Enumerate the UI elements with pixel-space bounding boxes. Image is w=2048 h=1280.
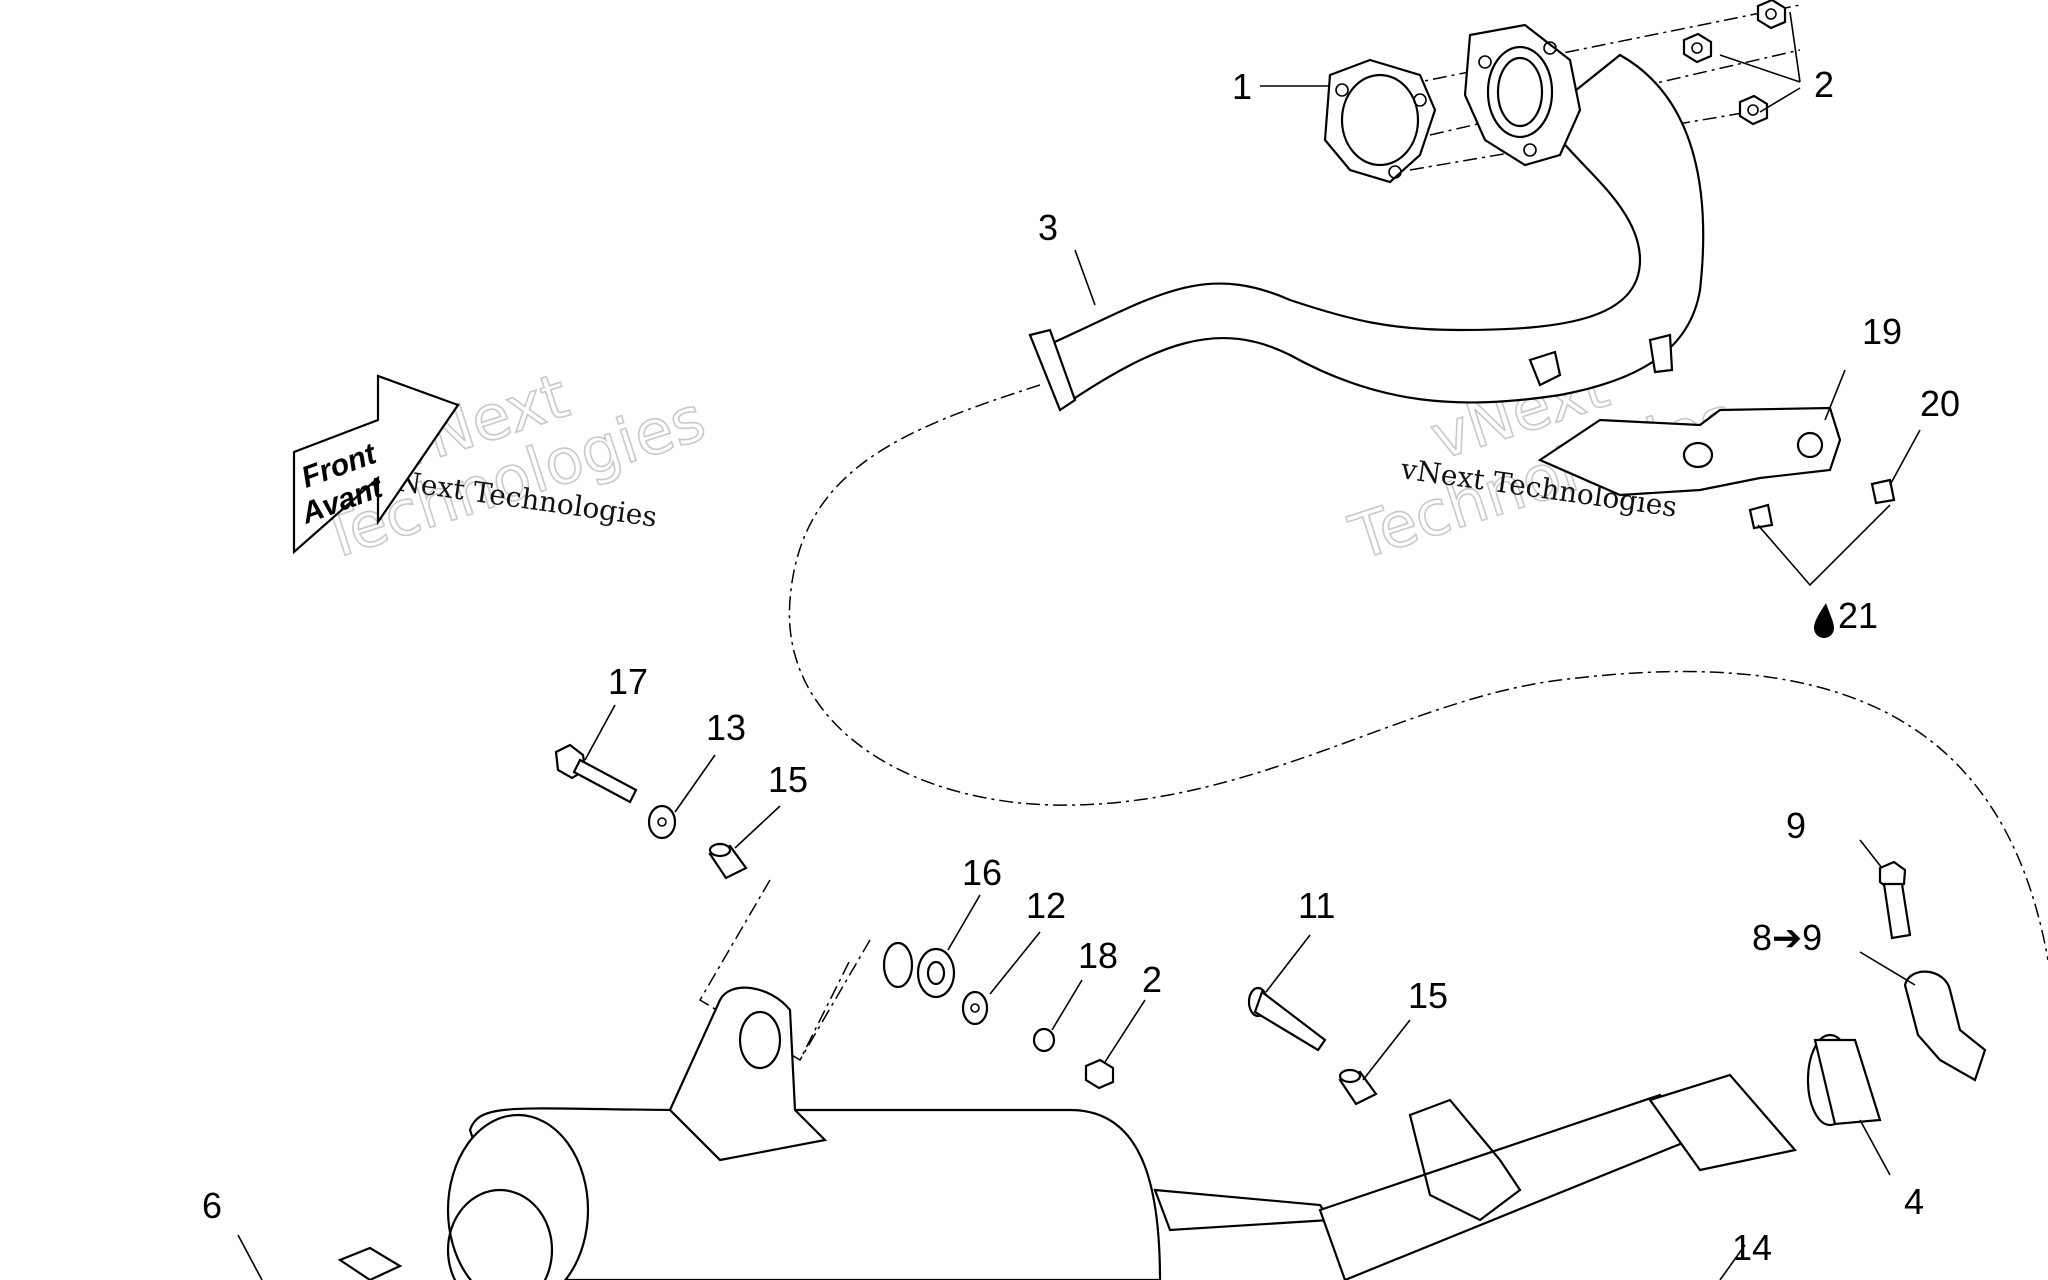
callout-13: 13	[706, 707, 746, 748]
callout-21: 21	[1838, 595, 1878, 636]
callout-2: 2	[1814, 64, 1834, 105]
callout-16: 16	[962, 852, 1002, 893]
callout-17: 17	[608, 661, 648, 702]
callout-labels: 1 2 3 19 20 21 17 13 15 16 12 18 2 11 15…	[202, 64, 1960, 1268]
clamp-part-8	[1903, 970, 1987, 1082]
screw-part-21	[1748, 503, 1774, 530]
callout-15-right: 15	[1408, 975, 1448, 1016]
screw-part-20	[1870, 478, 1896, 505]
callout-12: 12	[1026, 885, 1066, 926]
bolt-part-11	[1247, 986, 1327, 1052]
callout-18: 18	[1078, 935, 1118, 976]
routing-line-nut	[1409, 109, 1761, 171]
callout-15-left: 15	[768, 759, 808, 800]
sleeve-part-4	[1806, 1033, 1882, 1127]
callout-1: 1	[1232, 66, 1252, 107]
washer-part-13	[647, 804, 677, 840]
adhesive-drop-icon	[1814, 603, 1834, 638]
bolt-part-17	[554, 743, 638, 804]
spacer-part-15-left	[708, 842, 748, 880]
callout-8-to-9: 8➔9	[1752, 917, 1822, 958]
spacer-part-18	[1032, 1027, 1056, 1053]
header-pipe-part-3	[1028, 23, 1705, 412]
routing-line-mid-bracket	[799, 939, 871, 1061]
washer-part-12	[961, 990, 989, 1026]
callout-20: 20	[1920, 383, 1960, 424]
grommet-part-16	[882, 941, 956, 999]
flange-nut	[1738, 94, 1769, 126]
callout-2-lower: 2	[1142, 959, 1162, 1000]
callout-14: 14	[1732, 1227, 1772, 1268]
gasket-part-1	[1323, 58, 1437, 184]
heat-guard-part-19	[1537, 406, 1842, 497]
callout-6: 6	[202, 1185, 222, 1226]
routing-line-header	[788, 384, 2048, 961]
leader-group-21	[1757, 504, 1891, 587]
flange-nut	[1756, 0, 1787, 30]
nut-part-2-lower	[1084, 1058, 1115, 1090]
callout-3: 3	[1038, 207, 1058, 248]
spacer-part-15-right	[1338, 1068, 1378, 1106]
flange-nut	[1682, 32, 1713, 64]
flange-nuts-part-2	[1682, 0, 1787, 126]
leader-lines	[237, 11, 1921, 1280]
routing-line-gasket	[1379, 4, 1801, 91]
callout-9: 9	[1786, 805, 1806, 846]
callout-11: 11	[1298, 885, 1335, 926]
callout-19: 19	[1862, 311, 1902, 352]
bolt-part-9	[1878, 860, 1912, 940]
callout-4: 4	[1904, 1181, 1924, 1222]
muffler-assembly	[337, 986, 1798, 1280]
